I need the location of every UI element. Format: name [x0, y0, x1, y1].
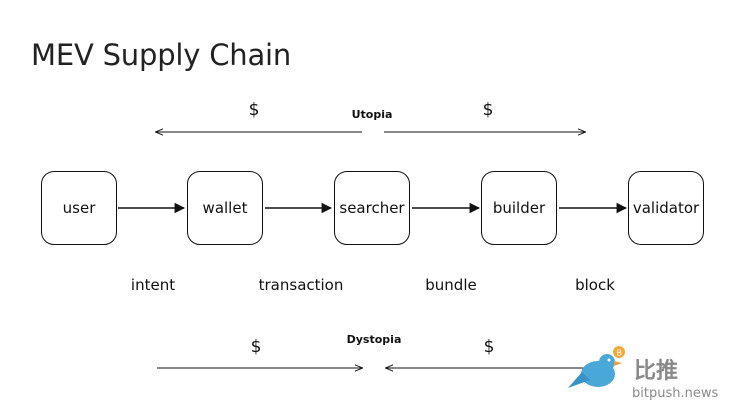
node-wallet: wallet: [187, 171, 263, 245]
utopia-dollar-right: $: [482, 100, 494, 120]
node-user: user: [41, 171, 117, 245]
node-searcher: searcher: [334, 171, 410, 245]
dystopia-dollar-right: $: [483, 337, 495, 357]
dystopia-dollar-left: $: [250, 337, 262, 357]
watermark-en: bitpush.news: [632, 386, 719, 401]
node-builder: builder: [481, 171, 557, 245]
page-title: MEV Supply Chain: [31, 38, 292, 72]
node-validator: validator: [628, 171, 704, 245]
watermark-cn: 比推: [634, 359, 679, 384]
flow-label-transaction: transaction: [258, 276, 344, 294]
svg-text:B: B: [617, 349, 623, 358]
flow-label-bundle: bundle: [425, 276, 477, 294]
dystopia-label: Dystopia: [346, 333, 402, 346]
utopia-dollar-left: $: [248, 100, 260, 120]
flow-label-intent: intent: [130, 276, 176, 294]
utopia-label: Utopia: [351, 108, 393, 121]
flow-label-block: block: [575, 276, 615, 294]
bird-logo-icon: B: [568, 346, 625, 388]
